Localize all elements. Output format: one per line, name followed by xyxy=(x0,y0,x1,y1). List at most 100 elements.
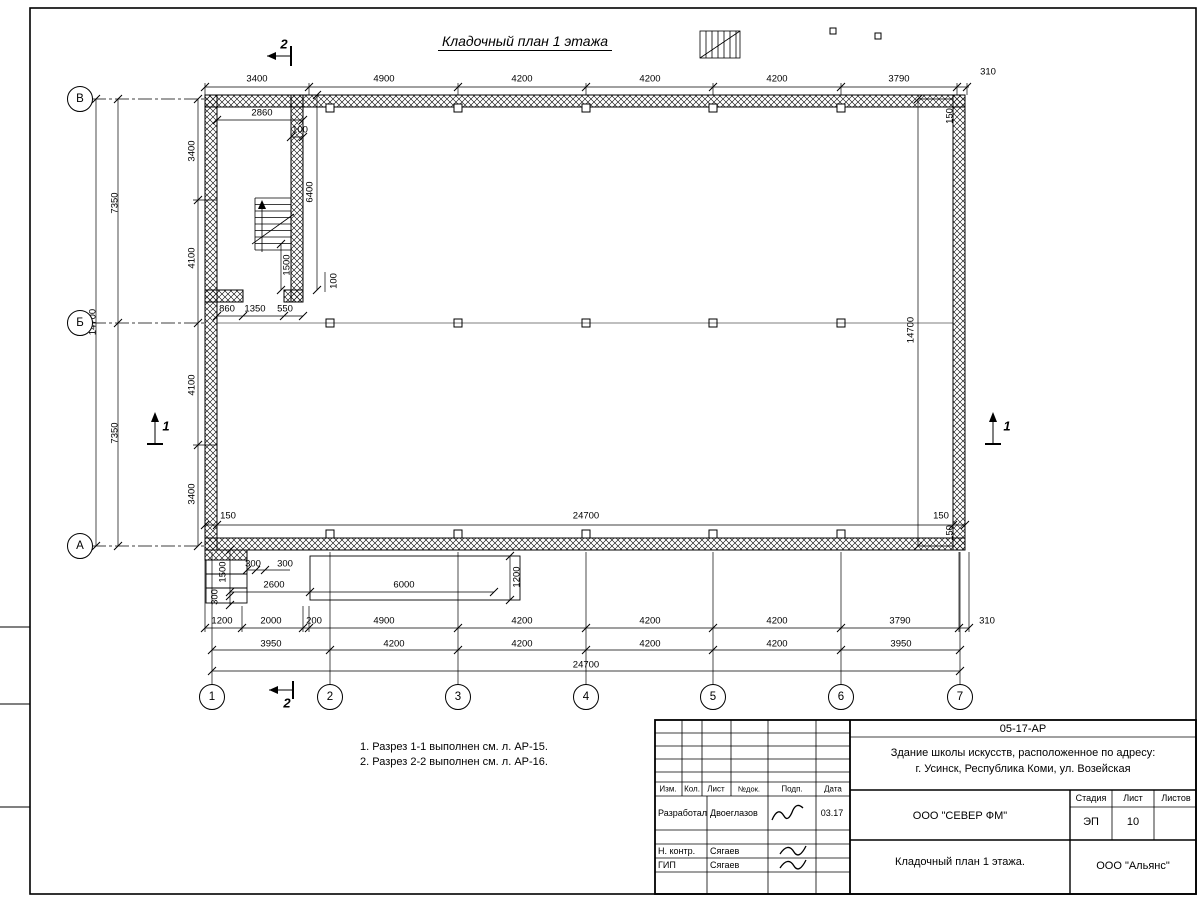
dimension-label: 1350 xyxy=(244,303,266,315)
dimension-label: 4900 xyxy=(373,615,395,627)
company-name: ООО "СЕВЕР ФМ" xyxy=(912,810,1008,822)
axis-lines xyxy=(92,98,961,685)
contractor-name: ООО "Альянс" xyxy=(1096,860,1170,872)
note-line: 1. Разрез 1-1 выполнен см. л. АР-15. xyxy=(360,741,548,753)
dimension-label: 150 xyxy=(944,108,956,124)
stage-value: ЭП xyxy=(1083,816,1099,828)
porch xyxy=(205,559,248,604)
drawing-name: Кладочный план 1 этажа. xyxy=(895,856,1025,868)
dimension-label: 7350 xyxy=(109,422,121,444)
dimension-label: 6000 xyxy=(393,579,415,591)
dimension-label: 4200 xyxy=(511,615,533,627)
dimension-label: 2860 xyxy=(251,107,273,119)
dimension-label: 3400 xyxy=(186,140,198,162)
sheet-header: Лист xyxy=(1123,793,1143,803)
col-kol: Кол. xyxy=(684,784,700,794)
dimension-label: 2600 xyxy=(263,579,285,591)
dimension-label: 4200 xyxy=(383,638,405,650)
dimension-label: 200 xyxy=(306,615,322,627)
name-ncontrol: Сягаев xyxy=(710,846,740,856)
axis-bubble: 5 xyxy=(700,684,726,710)
dimension-label: 4200 xyxy=(511,638,533,650)
dimension-label: 1200 xyxy=(511,566,523,588)
dimension-label: 24700 xyxy=(572,510,600,522)
dimension-label: 3950 xyxy=(890,638,912,650)
stairs xyxy=(251,197,295,252)
dimension-label: 1200 xyxy=(211,615,233,627)
dimension-label: 860 xyxy=(219,303,235,315)
title-block-grid xyxy=(654,719,1197,895)
role-ncontrol: Н. контр. xyxy=(658,846,696,856)
dimension-label: 4200 xyxy=(639,638,661,650)
axis-bubble: 2 xyxy=(317,684,343,710)
dimension-label: 4200 xyxy=(766,638,788,650)
col-ndok: №док. xyxy=(738,784,760,794)
dimension-label: 4200 xyxy=(766,73,788,85)
dimension-ticks xyxy=(91,82,974,676)
dimension-label: 150 xyxy=(933,510,949,522)
note-line: 2. Разрез 2-2 выполнен см. л. АР-16. xyxy=(360,756,548,769)
name-gip: Сягаев xyxy=(710,860,740,870)
col-list: Лист xyxy=(707,784,725,794)
dimension-label: 7350 xyxy=(109,192,121,214)
dimension-label: 4200 xyxy=(639,615,661,627)
section-label: 1 xyxy=(1003,418,1011,434)
section-arrows xyxy=(147,46,1001,699)
date-developer: 03.17 xyxy=(820,808,844,818)
dimension-label: 3400 xyxy=(186,483,198,505)
dimension-label: 1500 xyxy=(281,254,293,276)
axis-bubble: Б xyxy=(67,310,93,336)
role-developer: Разработал xyxy=(658,808,707,818)
dimension-label: 150 xyxy=(944,525,956,541)
signature xyxy=(771,804,807,870)
dimension-label: 3790 xyxy=(889,615,911,627)
dimension-label: 4200 xyxy=(766,615,788,627)
col-data: Дата xyxy=(824,784,842,794)
axis-bubble: 6 xyxy=(828,684,854,710)
dimension-label: 4100 xyxy=(186,247,198,269)
dimension-label: 100 xyxy=(292,124,308,136)
walls xyxy=(204,94,966,561)
dimension-label: 3950 xyxy=(260,638,282,650)
dimension-label: 300 xyxy=(277,558,293,570)
dimension-label: 24700 xyxy=(572,659,600,671)
axis-bubble: 7 xyxy=(947,684,973,710)
section-label: 1 xyxy=(162,418,170,434)
dimension-label: 4900 xyxy=(373,73,395,85)
col-izm: Изм. xyxy=(659,784,677,794)
dimension-label: 310 xyxy=(980,66,996,78)
doc-number: 05-17-АР xyxy=(999,723,1047,735)
section-label: 2 xyxy=(280,36,288,52)
dimension-label: 4200 xyxy=(511,73,533,85)
page-title: Кладочный план 1 этажа xyxy=(437,33,613,51)
dimension-label: 14700 xyxy=(905,316,917,344)
dimension-label: 150 xyxy=(220,510,236,522)
col-podp: Подп. xyxy=(781,784,803,794)
dimension-label: 100 xyxy=(328,273,340,289)
stair-detail-icon xyxy=(699,30,741,59)
role-gip: ГИП xyxy=(658,860,676,870)
dimension-label: 3400 xyxy=(246,73,268,85)
dimension-label: 6400 xyxy=(304,181,316,203)
dimension-label: 4100 xyxy=(186,374,198,396)
sheet-value: 10 xyxy=(1126,816,1140,828)
axis-bubble: В xyxy=(67,86,93,112)
axis-bubble: 1 xyxy=(199,684,225,710)
dimension-label: 4200 xyxy=(639,73,661,85)
sheets-header: Листов xyxy=(1161,793,1191,803)
name-developer: Двоеглазов xyxy=(710,808,758,818)
dimension-lines xyxy=(95,83,970,672)
axis-bubble: 3 xyxy=(445,684,471,710)
project-address-line2: г. Усинск, Республика Коми, ул. Возейска… xyxy=(915,763,1131,775)
dimension-label: 1500 xyxy=(217,561,229,583)
section-label: 2 xyxy=(283,695,291,711)
axis-bubble: А xyxy=(67,533,93,559)
stage-header: Стадия xyxy=(1075,793,1107,803)
dimension-label: 550 xyxy=(277,303,293,315)
axis-bubble: 4 xyxy=(573,684,599,710)
notes: 1. Разрез 1-1 выполнен см. л. АР-15. 2. … xyxy=(360,740,548,771)
dimension-label: 300 xyxy=(245,558,261,570)
dimension-label: 2000 xyxy=(260,615,282,627)
